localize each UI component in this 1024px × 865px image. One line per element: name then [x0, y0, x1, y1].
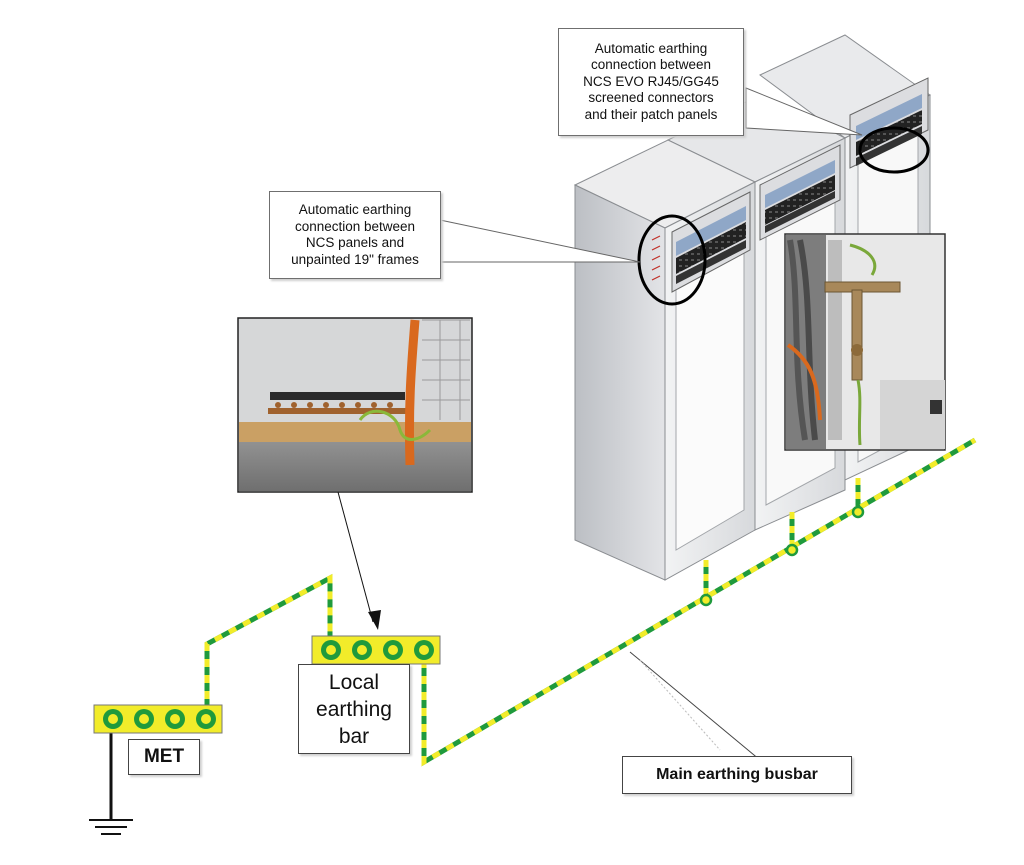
callout-ncs-panels: Automatic earthing connection between NC… [269, 191, 441, 279]
callout-line: Automatic earthing [298, 202, 412, 217]
connector-highlight [858, 126, 930, 174]
met-label: MET [128, 739, 200, 775]
main-earthing-busbar-label: Main earthing busbar [622, 756, 852, 794]
busbar-label-pointer [629, 651, 761, 761]
callout-line: unpainted 19" frames [291, 251, 419, 267]
local-bar-photo [237, 317, 473, 493]
callout-rj45-connectors: Automatic earthing connection between NC… [558, 28, 744, 136]
photo-pointer-arrow [337, 491, 381, 630]
callout-line: Automatic earthing [594, 40, 708, 56]
callout-line: screened connectors [588, 90, 714, 106]
callout-line: connection between [590, 57, 712, 73]
frame-connection-highlight [637, 214, 707, 306]
met-bar [93, 704, 223, 734]
rack-earthing-photo [784, 233, 946, 451]
local-earthing-bar [311, 635, 441, 665]
rack-1 [573, 139, 757, 581]
local-earthing-bar-label: Local earthing bar [298, 664, 410, 754]
callout-highlights [439, 87, 930, 306]
callout-line: NCS EVO RJ45/GG45 [583, 73, 719, 89]
rack-earth-drops [703, 478, 861, 598]
rack-enclosures [573, 34, 946, 598]
callout-line: NCS panels and [305, 235, 405, 250]
callout-line: and their patch panels [584, 106, 718, 122]
callout-line: connection between [294, 218, 416, 234]
earthing-conductors [204, 437, 977, 767]
ground-symbol-icon [89, 732, 133, 835]
